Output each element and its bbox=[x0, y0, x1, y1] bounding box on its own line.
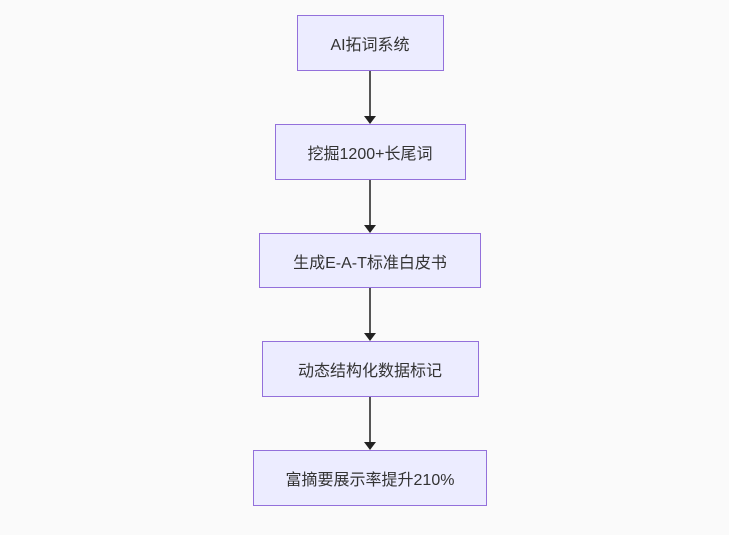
arrow-line bbox=[369, 397, 371, 442]
flow-node-label: 动态结构化数据标记 bbox=[297, 363, 442, 380]
flow-node-ai-word-expansion-system: AI拓词系统 bbox=[296, 15, 444, 71]
flow-node-rich-snippet-rate-increase: 富摘要展示率提升210% bbox=[253, 450, 487, 506]
arrow-line bbox=[369, 180, 371, 225]
arrow-connector bbox=[364, 71, 376, 124]
arrow-connector bbox=[364, 397, 376, 450]
arrow-connector bbox=[364, 180, 376, 233]
flow-node-label: 富摘要展示率提升210% bbox=[285, 472, 455, 489]
flow-node-label: 生成E-A-T标准白皮书 bbox=[293, 254, 447, 272]
flow-node-generate-eat-whitepaper: 生成E-A-T标准白皮书 bbox=[259, 233, 481, 288]
flowchart-column: AI拓词系统 挖掘1200+长尾词 生成E-A-T标准白皮书 动态结构化数据标记 bbox=[253, 15, 487, 506]
arrow-down-icon bbox=[364, 442, 376, 450]
arrow-down-icon bbox=[364, 225, 376, 233]
flow-node-label: AI拓词系统 bbox=[330, 37, 410, 54]
arrow-down-icon bbox=[364, 333, 376, 341]
arrow-down-icon bbox=[364, 116, 376, 124]
flow-node-label: 挖掘1200+长尾词 bbox=[307, 146, 433, 163]
arrow-line bbox=[369, 288, 371, 333]
flow-node-mine-longtail-keywords: 挖掘1200+长尾词 bbox=[274, 124, 466, 180]
arrow-line bbox=[369, 71, 371, 116]
arrow-connector bbox=[364, 288, 376, 341]
flow-node-dynamic-structured-data-markup: 动态结构化数据标记 bbox=[261, 341, 479, 397]
